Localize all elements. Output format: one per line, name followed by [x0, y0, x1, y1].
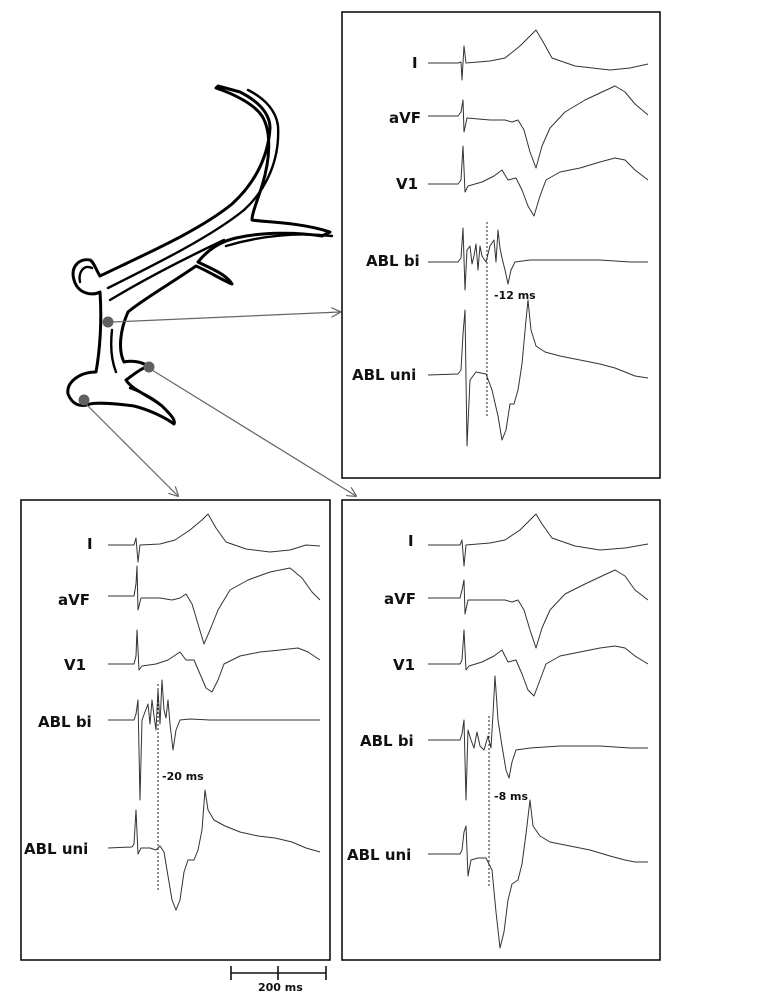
- lead-label-v1: V1: [393, 656, 415, 674]
- trace-v1: [108, 629, 321, 693]
- vessel-inner-lower-branch: [110, 328, 172, 416]
- trace-avf: [108, 565, 321, 645]
- lead-label-v1: V1: [396, 175, 418, 193]
- timing-label: -20 ms: [162, 770, 204, 783]
- arrow-to-top-right-panel: [111, 312, 340, 323]
- panel-bottom-left: I aVF V1 ABL bi ABL uni -20 ms: [24, 513, 321, 911]
- lead-label-i: I: [87, 535, 93, 553]
- trace-abl-uni: [107, 789, 321, 911]
- vessel-contour-outer: [66, 84, 332, 426]
- trace-i: [428, 513, 649, 567]
- lead-label-abl-bi: ABL bi: [366, 252, 420, 270]
- trace-abl-bi: [428, 227, 648, 291]
- site-marker-bottom-left: [78, 394, 90, 406]
- lead-label-abl-uni: ABL uni: [352, 366, 416, 384]
- trace-abl-bi: [428, 675, 648, 801]
- panel-bottom-right: I aVF V1 ABL bi ABL uni -8 ms: [347, 513, 649, 949]
- lead-label-abl-uni: ABL uni: [24, 840, 88, 858]
- site-marker-top-right: [102, 316, 114, 328]
- site-marker-bottom-right: [143, 361, 155, 373]
- lead-label-abl-bi: ABL bi: [360, 732, 414, 750]
- scale-bar-label: 200 ms: [258, 981, 303, 994]
- lead-label-abl-uni: ABL uni: [347, 846, 411, 864]
- vessel-inner-upper-loop: [78, 265, 94, 284]
- lead-label-avf: aVF: [58, 591, 90, 609]
- trace-i: [428, 29, 649, 81]
- lead-label-abl-bi: ABL bi: [38, 713, 92, 731]
- arrow-to-bottom-right-panel: [151, 369, 356, 496]
- coronary-vein-diagram: [66, 84, 334, 426]
- trace-v1: [428, 629, 649, 697]
- trace-abl-uni: [427, 299, 649, 447]
- panel-bottom-right-frame: [341, 499, 661, 961]
- trace-abl-uni: [428, 799, 648, 949]
- trace-v1: [428, 145, 649, 217]
- panel-top-right-frame: [341, 11, 661, 479]
- timing-label: -8 ms: [494, 790, 529, 803]
- panel-top-right: I aVF V1 ABL bi ABL uni -12 ms: [352, 29, 649, 447]
- trace-avf: [428, 85, 649, 169]
- lead-label-i: I: [408, 532, 414, 550]
- panel-bottom-left-frame: [20, 499, 331, 961]
- lead-label-avf: aVF: [384, 590, 416, 608]
- trace-avf: [428, 569, 649, 649]
- trace-abl-bi: [108, 679, 320, 801]
- arrow-to-bottom-left-panel: [85, 403, 178, 496]
- lead-label-i: I: [412, 54, 418, 72]
- vessel-contour-inner: [106, 88, 334, 302]
- timing-label: -12 ms: [494, 289, 536, 302]
- lead-label-v1: V1: [64, 656, 86, 674]
- lead-label-avf: aVF: [389, 109, 421, 127]
- trace-i: [108, 513, 321, 563]
- time-scale-bar: 200 ms: [230, 966, 327, 994]
